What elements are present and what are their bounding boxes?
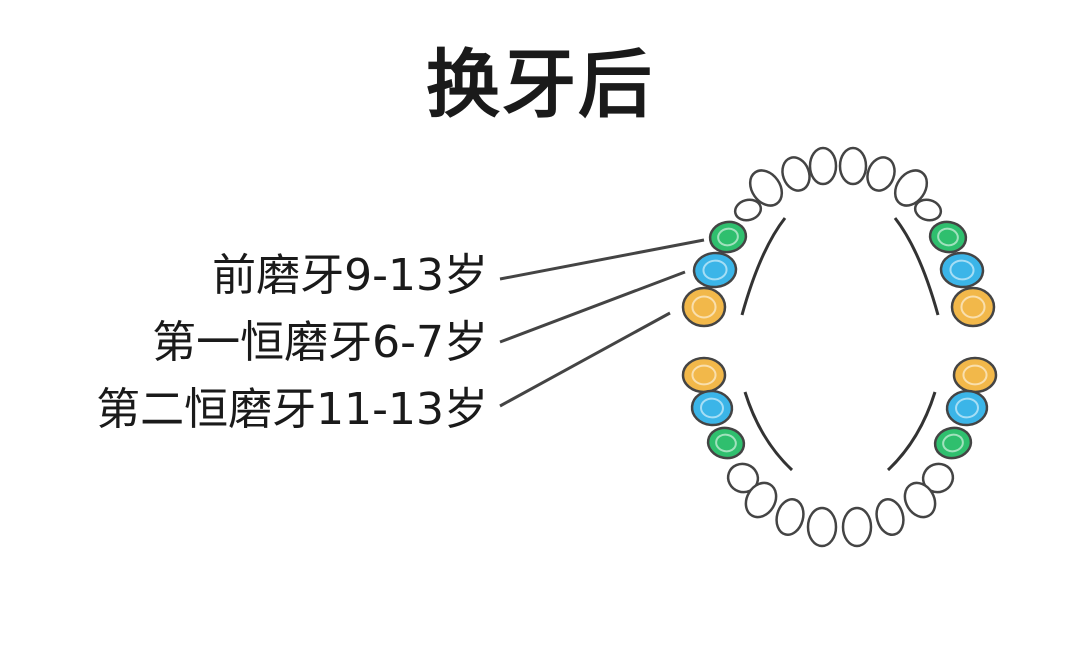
lower-incisor-2	[806, 506, 838, 548]
lower-first-molar-right-highlight	[955, 397, 979, 419]
upper-second-molar-right-highlight	[960, 295, 986, 319]
upper-inner-arch-left	[740, 217, 787, 316]
label-second-molar: 第二恒磨牙11-13岁	[96, 384, 488, 435]
upper-first-molar-left-highlight	[702, 259, 728, 281]
lower-premolar-right-highlight	[942, 433, 964, 453]
upper-premolar-right-highlight	[937, 227, 959, 247]
lower-canine-left	[744, 481, 778, 519]
upper-second-molar-left	[681, 286, 727, 328]
leader-line-premolar	[499, 238, 705, 281]
label-premolar: 前磨牙9-13岁	[212, 250, 488, 301]
label-first-molar: 第一恒磨牙6-7岁	[152, 317, 488, 368]
lower-incisor-3	[841, 506, 873, 548]
lower-second-molar-right	[952, 356, 998, 394]
upper-canine-left	[748, 169, 784, 207]
lower-inner-arch-right	[886, 391, 937, 472]
upper-incisor-1	[808, 146, 838, 186]
lower-incisor-4	[875, 498, 905, 536]
lower-first-molar-right	[945, 389, 989, 427]
lower-canine-right	[903, 481, 937, 519]
leader-line-first-molar	[499, 270, 686, 344]
upper-incisor-2	[838, 146, 868, 186]
lower-second-molar-left	[681, 356, 727, 394]
upper-small-right	[913, 198, 943, 222]
lower-premolar-left	[706, 426, 746, 460]
upper-incisor-3	[781, 156, 811, 192]
lower-second-molar-right-highlight	[962, 364, 988, 386]
lower-first-molar-left	[690, 389, 734, 427]
upper-canine-right	[893, 169, 929, 207]
upper-incisor-4	[866, 156, 896, 192]
lower-small-left	[726, 462, 760, 494]
lower-small-right	[921, 462, 955, 494]
upper-inner-arch-right	[893, 217, 940, 316]
upper-first-molar-right	[939, 251, 985, 289]
upper-second-molar-right	[950, 286, 996, 328]
lower-second-molar-left-highlight	[691, 364, 717, 386]
upper-premolar-left	[708, 220, 748, 254]
upper-premolar-right	[928, 220, 968, 254]
lower-first-molar-left-highlight	[700, 397, 724, 419]
upper-second-molar-left-highlight	[691, 295, 717, 319]
upper-premolar-left-highlight	[717, 227, 739, 247]
leader-line-second-molar	[499, 311, 671, 408]
lower-premolar-left-highlight	[715, 433, 737, 453]
lower-premolar-right	[933, 426, 973, 460]
upper-first-molar-left	[692, 251, 738, 289]
upper-small-left	[733, 198, 763, 222]
lower-inner-arch-left	[743, 391, 794, 472]
upper-first-molar-right-highlight	[949, 259, 975, 281]
lower-incisor-1	[775, 498, 805, 536]
teeth	[681, 146, 998, 548]
page-title: 换牙后	[426, 42, 654, 128]
